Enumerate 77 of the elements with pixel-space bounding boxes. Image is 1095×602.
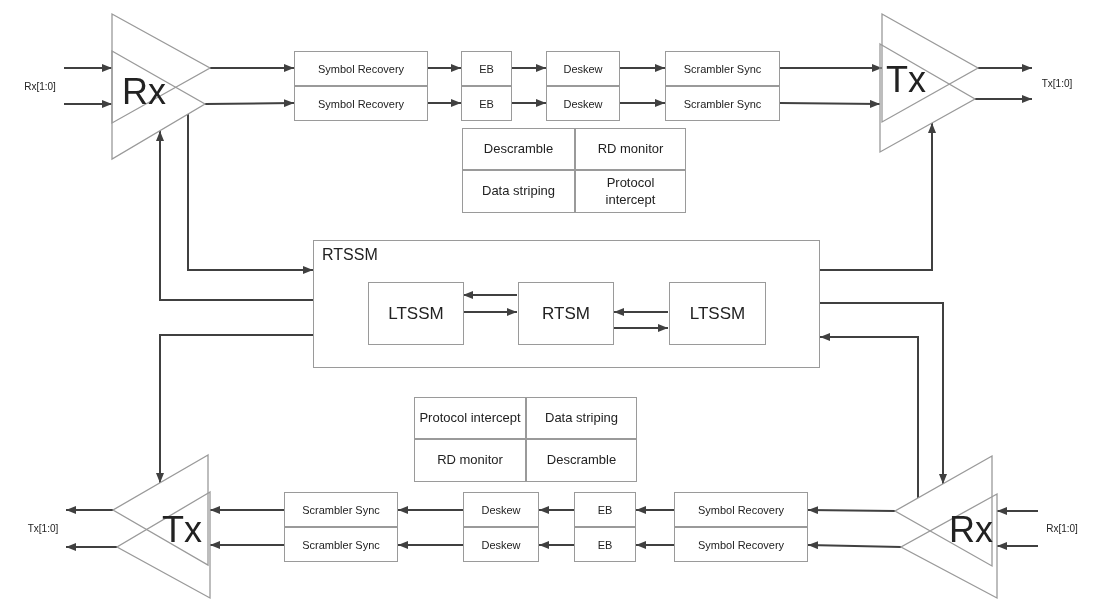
arrow [819, 302, 947, 485]
process-box: Scrambler Sync [284, 527, 398, 562]
process-box: Deskew [546, 51, 620, 86]
table-cell: RD monitor [575, 128, 686, 170]
arrow [819, 333, 919, 499]
arrow [619, 99, 666, 107]
arrow [807, 541, 902, 550]
arrow [427, 64, 462, 72]
arrow [807, 506, 896, 515]
arrow [996, 542, 1039, 550]
arrow [977, 64, 1033, 72]
arrow [974, 95, 1033, 103]
process-box: EB [461, 51, 512, 86]
buffer-symbol [893, 452, 999, 600]
arrow [397, 506, 464, 514]
arrow [538, 506, 575, 514]
arrow [538, 541, 575, 549]
arrow [209, 64, 295, 72]
table-cell: Data striping [526, 397, 637, 439]
arrow [397, 541, 464, 549]
table-cell: Descramble [462, 128, 575, 170]
signal-label: Tx[1:0] [1032, 60, 1082, 106]
signal-label: Rx[1:0] [16, 60, 64, 112]
arrow [511, 99, 547, 107]
table-cell: Descramble [526, 439, 637, 482]
arrow [209, 506, 285, 514]
arrow [511, 64, 547, 72]
process-box: LTSSM [669, 282, 766, 345]
table-cell: Data striping [462, 170, 575, 213]
container-title: RTSSM [322, 247, 378, 263]
process-box: EB [574, 527, 636, 562]
arrow [612, 324, 669, 332]
signal-label: Rx[1:0] [1038, 500, 1086, 556]
arrow [613, 308, 669, 316]
table-cell: Protocol intercept [414, 397, 526, 439]
arrow [156, 130, 314, 301]
process-box: Deskew [546, 86, 620, 121]
process-box: RTSM [518, 282, 614, 345]
arrow [462, 291, 518, 299]
arrow [63, 64, 113, 72]
block-label: Rx [122, 74, 166, 110]
table-cell: Protocol intercept [575, 170, 686, 213]
process-box: EB [461, 86, 512, 121]
process-box: Scrambler Sync [665, 86, 780, 121]
arrow [65, 506, 114, 514]
signal-label: Tx[1:0] [20, 500, 66, 556]
arrow [204, 99, 295, 108]
arrow [779, 99, 881, 108]
block-label: Tx [162, 512, 202, 548]
process-box: Deskew [463, 492, 539, 527]
arrow [996, 507, 1039, 515]
process-box: EB [574, 492, 636, 527]
arrow [462, 308, 518, 316]
arrow [619, 64, 666, 72]
buffer-symbol [110, 452, 214, 600]
process-box: Scrambler Sync [284, 492, 398, 527]
process-box: Symbol Recovery [674, 492, 808, 527]
block-label: Tx [886, 62, 926, 98]
arrow [65, 543, 118, 551]
buffer-symbol [110, 12, 212, 162]
block-label: Rx [949, 512, 993, 548]
arrow [635, 541, 675, 549]
process-box: Deskew [463, 527, 539, 562]
arrow [209, 541, 285, 549]
arrow [187, 113, 314, 274]
process-box: Symbol Recovery [674, 527, 808, 562]
process-box: Symbol Recovery [294, 86, 428, 121]
process-box: LTSSM [368, 282, 464, 345]
arrow [635, 506, 675, 514]
process-box: Symbol Recovery [294, 51, 428, 86]
state-machine-container [313, 240, 820, 368]
process-box: Scrambler Sync [665, 51, 780, 86]
table-cell: RD monitor [414, 439, 526, 482]
arrow [63, 100, 113, 108]
arrow [427, 99, 462, 107]
arrow [156, 334, 314, 484]
arrow [819, 122, 936, 271]
